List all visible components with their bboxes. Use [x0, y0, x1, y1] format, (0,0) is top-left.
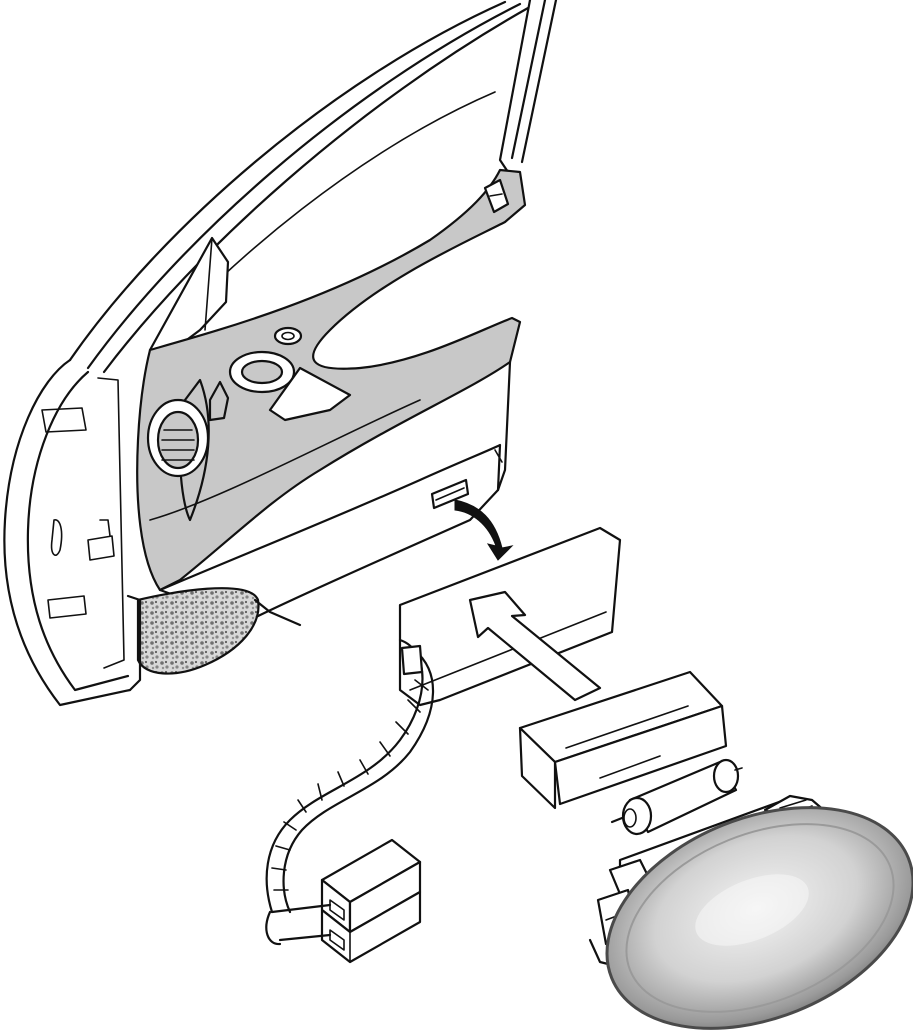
hinge-lower-icon	[47, 595, 87, 619]
hinge-upper-icon	[41, 407, 87, 433]
window-switch-knob-icon	[208, 380, 230, 422]
harness-connector	[265, 838, 422, 964]
adhesive-foam-pad	[398, 526, 622, 707]
carpet-pocket-icon	[136, 587, 260, 675]
door-trim-panel	[126, 168, 527, 692]
pull-cup-icon	[268, 366, 352, 422]
bulb-carrier-housing	[518, 670, 728, 810]
insertion-arrow-icon	[468, 590, 602, 702]
lamp-lens	[605, 806, 913, 1030]
trim-clip-icon	[483, 178, 510, 214]
festoon-bulb	[610, 758, 743, 836]
door-latch-icon	[87, 535, 115, 561]
lock-knob-icon	[273, 326, 303, 346]
lamp-wiring-harness	[265, 638, 435, 914]
front-door	[3, 0, 558, 707]
install-direction-arrow-icon	[454, 499, 514, 561]
